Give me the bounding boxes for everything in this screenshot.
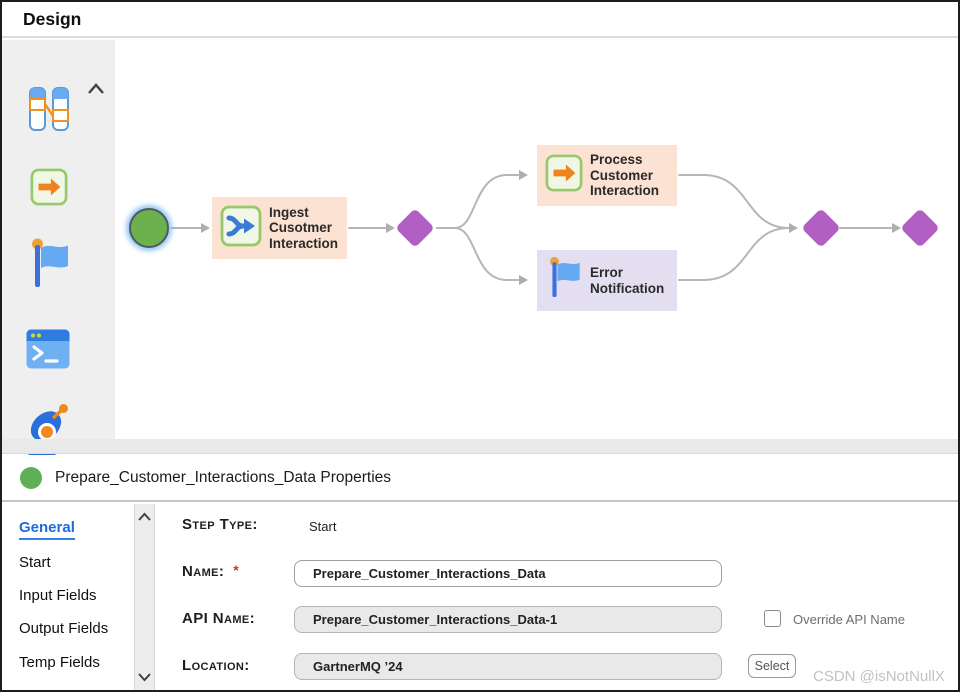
properties-title: Prepare_Customer_Interactions_Data Prope… (55, 468, 392, 486)
error-node[interactable]: Error Notification (537, 250, 677, 311)
name-label: Name: (182, 563, 225, 580)
transform-arrow-icon[interactable] (30, 168, 68, 211)
nav-item-start[interactable]: Start (19, 554, 51, 571)
process-node[interactable]: Process Customer Interaction (537, 145, 677, 206)
data-mapping-icon[interactable] (28, 86, 70, 137)
flag-icon[interactable] (26, 237, 72, 296)
start-node[interactable] (129, 208, 169, 248)
scroll-down-chevron-icon[interactable] (137, 670, 152, 688)
nav-item-temp-fields[interactable]: Temp Fields (19, 654, 100, 671)
node-label: Process Customer Interaction (590, 152, 660, 199)
flag-icon (545, 254, 583, 307)
step-type-label: Step Type: (182, 516, 258, 533)
merge-arrows-icon (220, 205, 262, 252)
name-input[interactable] (294, 560, 722, 587)
transform-arrow-icon (545, 154, 583, 197)
name-label-row: Name: * (182, 562, 239, 581)
terminal-icon[interactable] (25, 327, 71, 376)
scroll-up-chevron-icon[interactable] (137, 510, 152, 528)
design-header: Design (2, 2, 958, 38)
palette-scroll-up-chevron-icon[interactable] (86, 82, 106, 97)
flow-connectors (170, 170, 901, 285)
properties-nav-scrollbar[interactable] (134, 504, 155, 690)
ingest-node[interactable]: Ingest Cusotmer Interaction (212, 197, 347, 259)
properties-nav: General Start Input Fields Output Fields… (2, 504, 134, 690)
location-input[interactable] (294, 653, 722, 680)
nav-item-input-fields[interactable]: Input Fields (19, 587, 97, 604)
panel-divider (2, 439, 958, 454)
watermark-text: CSDN @isNotNullX (813, 668, 945, 685)
page-title: Design (23, 8, 82, 29)
node-label: Error Notification (590, 265, 665, 296)
step-type-value: Start (309, 519, 337, 534)
properties-header: Prepare_Customer_Interactions_Data Prope… (2, 455, 958, 502)
api-name-label: API Name: (182, 610, 256, 627)
override-api-name-checkbox[interactable] (764, 610, 781, 627)
node-label: Ingest Cusotmer Interaction (269, 204, 339, 251)
nav-item-output-fields[interactable]: Output Fields (19, 620, 109, 637)
design-canvas[interactable]: Ingest Cusotmer Interaction Process Cust… (115, 40, 958, 439)
nav-item-general[interactable]: General (19, 519, 75, 540)
required-asterisk: * (233, 562, 239, 578)
location-label: Location: (182, 657, 250, 674)
palette-sidebar (2, 40, 115, 471)
select-location-button[interactable]: Select (748, 654, 796, 678)
start-step-icon (20, 466, 42, 489)
override-api-name-label: Override API Name (793, 612, 905, 627)
api-name-input[interactable] (294, 606, 722, 633)
